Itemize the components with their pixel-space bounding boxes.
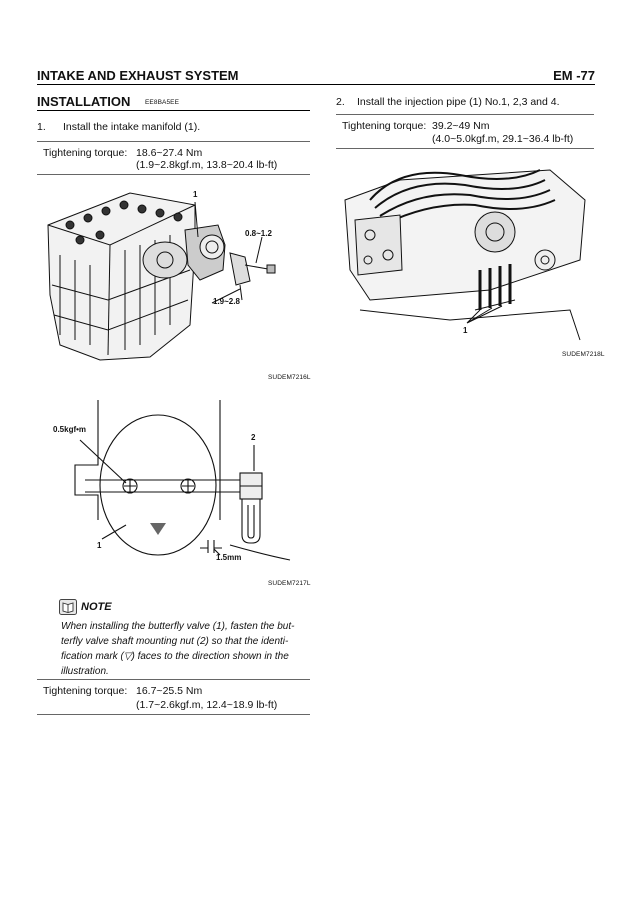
engine-intake-manifold-illustration [47, 192, 276, 361]
torque2-bottom-rule [37, 714, 310, 715]
fig2-label-torque: 0.5kgf•m [53, 425, 87, 434]
torque3-bottom-rule [336, 148, 594, 149]
fig1-id: SUDEM7216L [268, 374, 311, 381]
note-book-icon [59, 599, 77, 615]
note-line-3: fication mark (▽) faces to the direction… [61, 651, 289, 662]
installation-code: EE8BA5EE [145, 99, 180, 106]
torque1-conversion: (1.9~2.8kgf.m, 13.8~20.4 lb-ft) [136, 159, 278, 171]
step1-number: 1. [37, 121, 46, 133]
note-line-1: When installing the butterfly valve (1),… [61, 621, 295, 632]
installation-heading: INSTALLATION [37, 94, 131, 109]
note-title: NOTE [81, 601, 112, 613]
torque1-value: 18.6~27.4 Nm [136, 147, 203, 159]
fig2-label-gap: 1.5mm [216, 553, 242, 562]
injection-pipe-illustration [344, 169, 586, 341]
torque1-label: Tightening torque: [43, 147, 128, 159]
header-rule [37, 84, 595, 85]
fig2-label-1: 1 [97, 541, 102, 550]
note-body: When installing the butterfly valve (1),… [61, 619, 333, 679]
torque2-value: 16.7~25.5 Nm [136, 685, 203, 697]
torque2-top-rule [37, 679, 310, 680]
fig3-label-1: 1 [463, 326, 468, 335]
fig2-id: SUDEM7217L [268, 580, 311, 587]
fig1-label-torque-b: 1.9~2.8 [213, 297, 240, 306]
fig1-label-1: 1 [193, 190, 198, 199]
torque2-label: Tightening torque: [43, 685, 128, 697]
page-number: EM -77 [553, 68, 595, 83]
torque3-conversion: (4.0~5.0kgf.m, 29.1~36.4 lb-ft) [432, 133, 574, 145]
fig1-label-torque-a: 0.8~1.2 [245, 229, 272, 238]
torque1-top-rule [37, 141, 310, 142]
torque1-bottom-rule [37, 174, 310, 175]
heading-rule [37, 110, 310, 111]
fig3-id: SUDEM7218L [562, 351, 605, 358]
note-line-2: terfly valve shaft mounting nut (2) so t… [61, 636, 289, 647]
torque2-conversion: (1.7~2.6kgf.m, 12.4~18.9 lb-ft) [136, 699, 278, 711]
section-title: INTAKE AND EXHAUST SYSTEM [37, 68, 239, 83]
fig2-label-2: 2 [251, 433, 256, 442]
torque3-top-rule [336, 114, 594, 115]
torque3-value: 39.2~49 Nm [432, 120, 490, 132]
step1-text: Install the intake manifold (1). [63, 121, 201, 133]
torque3-label: Tightening torque: [342, 120, 427, 132]
note-line-4: illustration. [61, 666, 109, 677]
butterfly-valve-illustration [74, 400, 291, 561]
step2-number: 2. [336, 96, 345, 108]
step2-text: Install the injection pipe (1) No.1, 2,3… [357, 96, 560, 108]
